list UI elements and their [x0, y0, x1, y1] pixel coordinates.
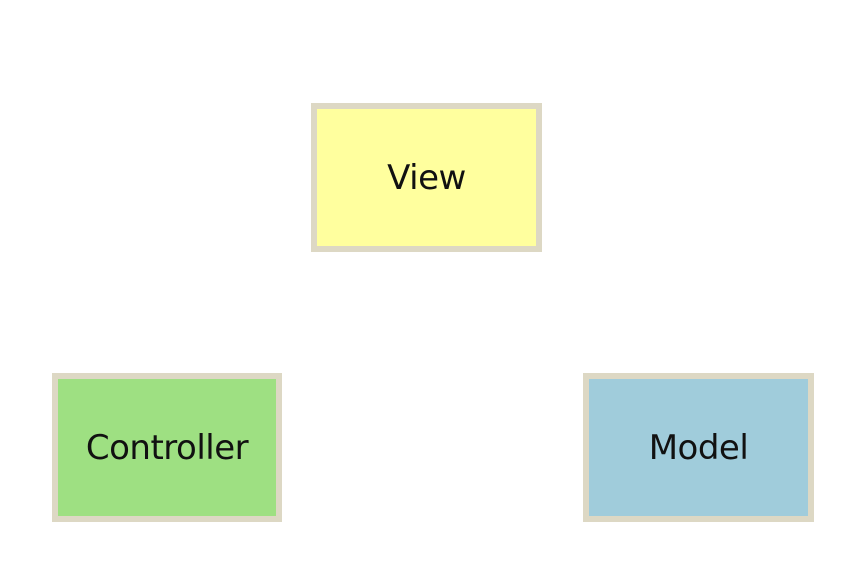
- view-node: View: [311, 103, 542, 252]
- model-node-label: Model: [648, 427, 749, 468]
- model-node: Model: [583, 373, 814, 522]
- controller-node: Controller: [52, 373, 282, 522]
- controller-node-label: Controller: [85, 427, 249, 468]
- view-node-label: View: [387, 157, 466, 198]
